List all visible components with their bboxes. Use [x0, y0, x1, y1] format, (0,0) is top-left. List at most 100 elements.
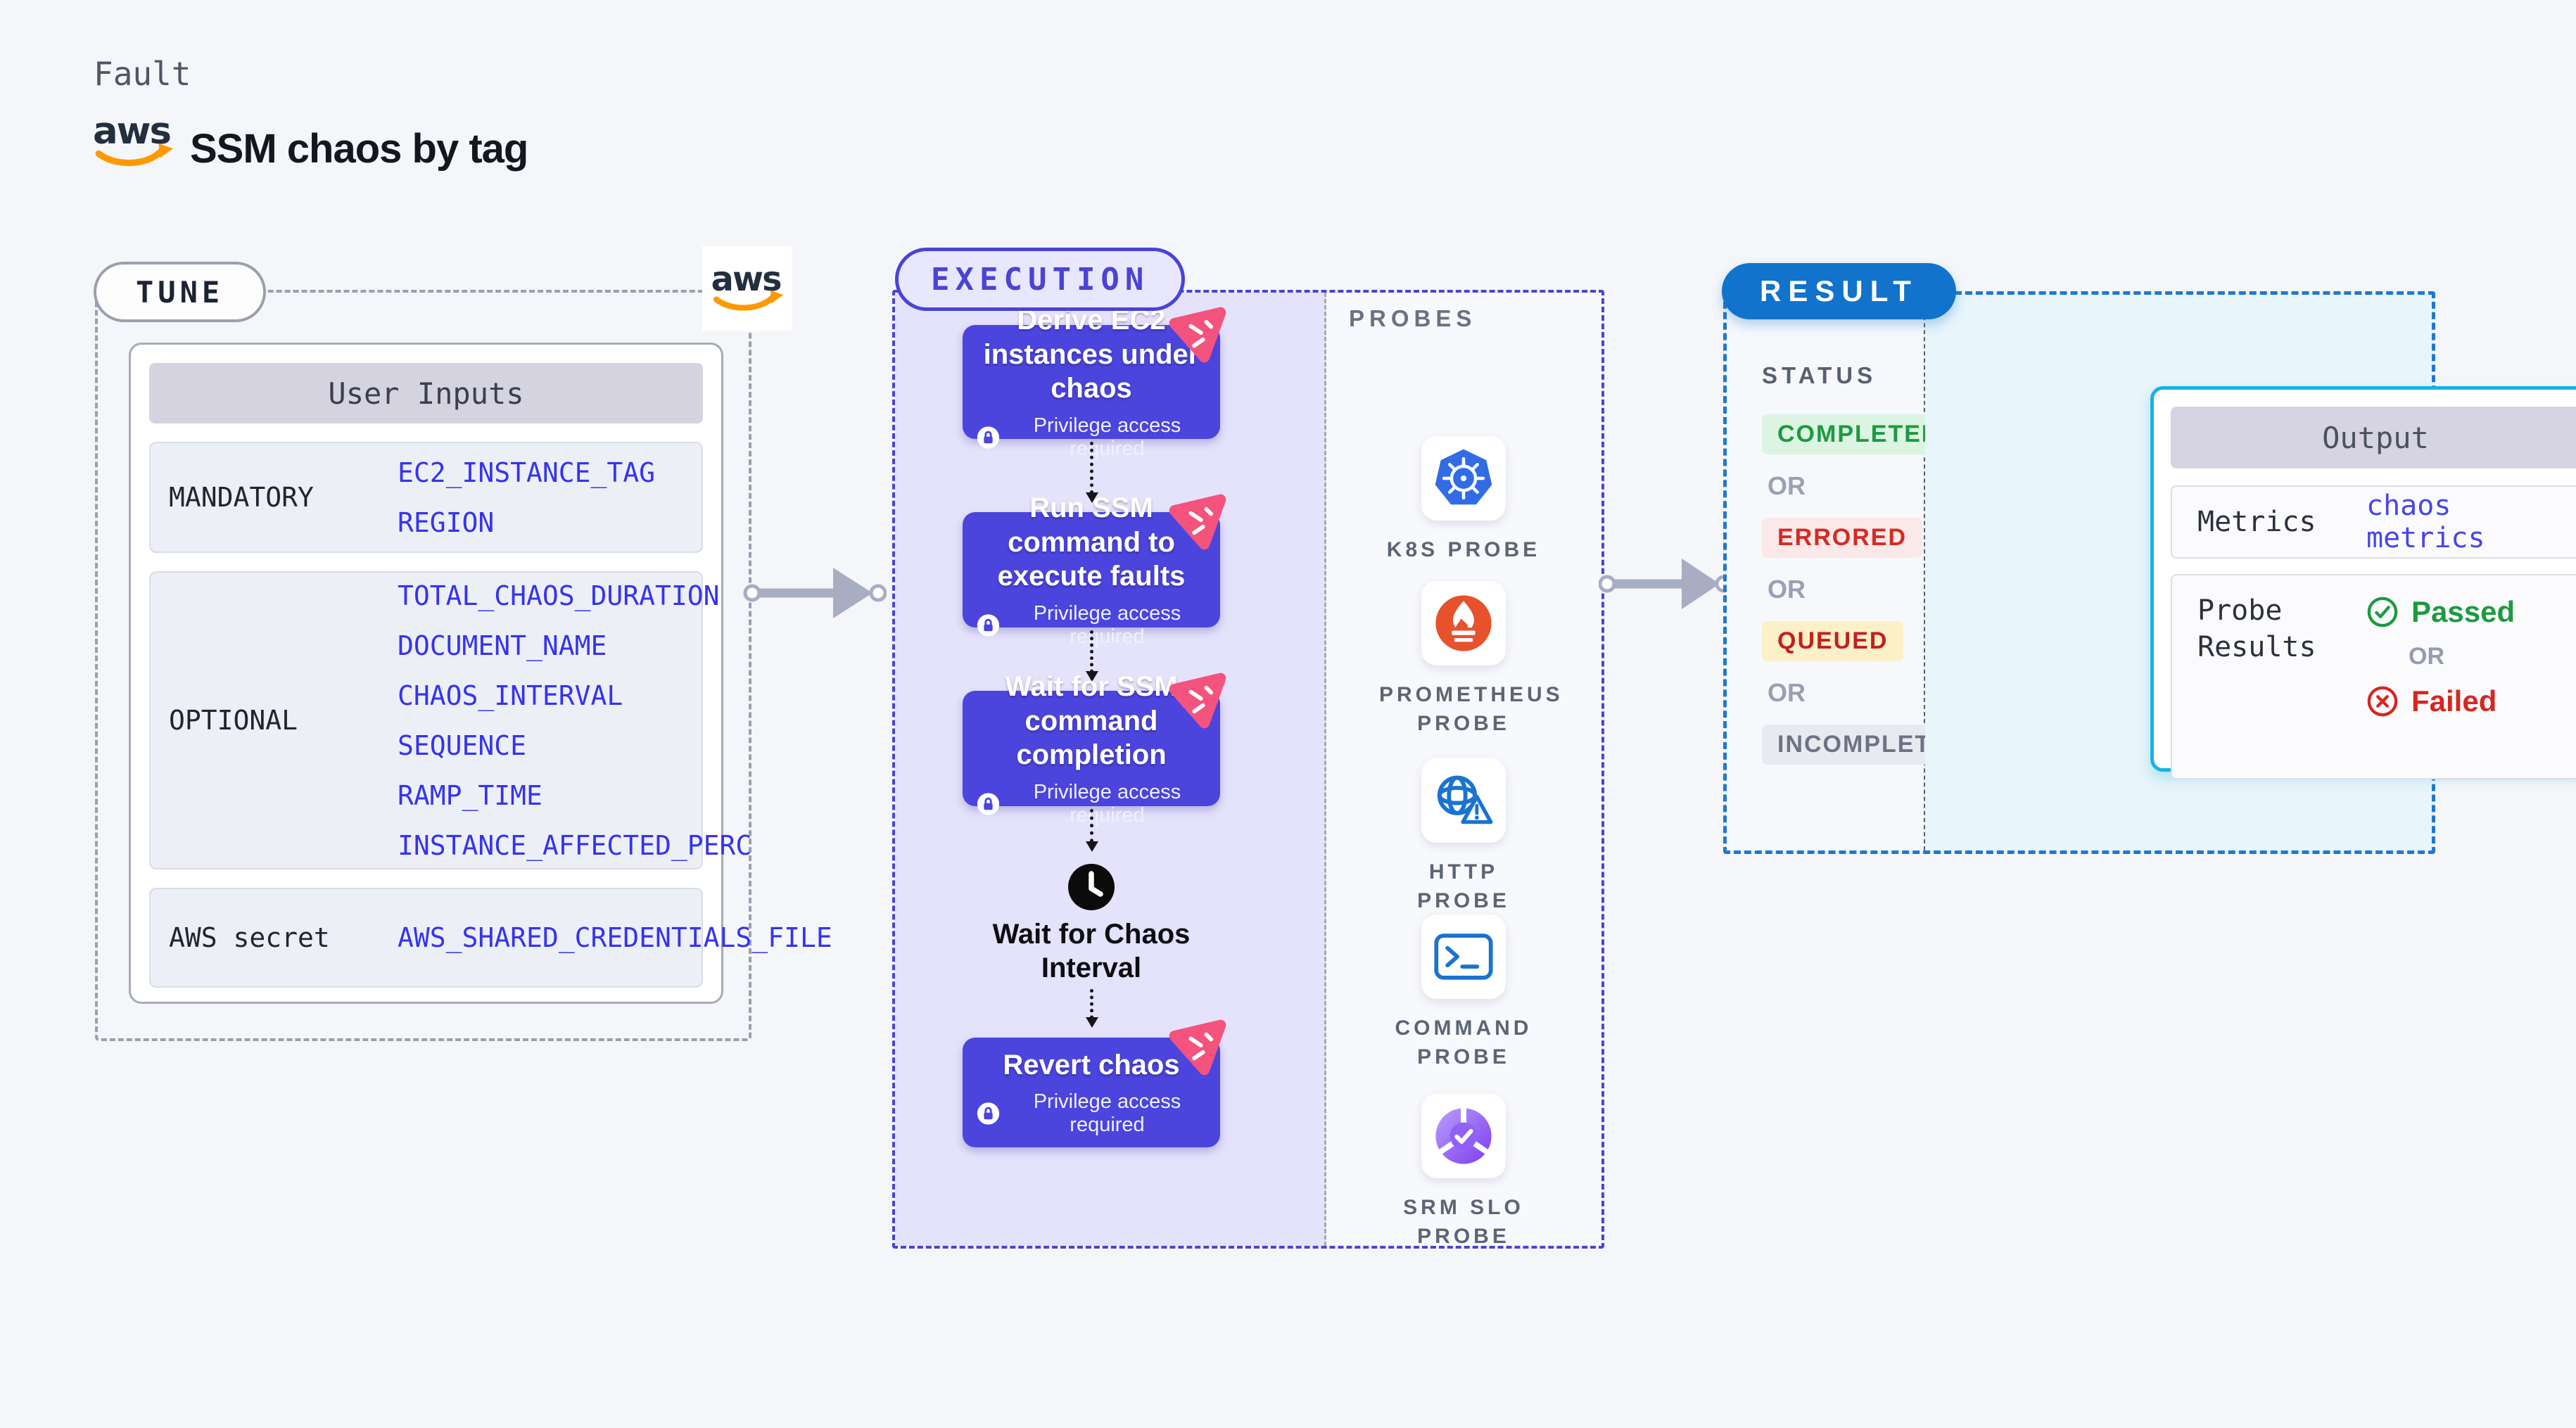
- result-pill: RESULT: [1722, 263, 1956, 319]
- metrics-value: chaos metrics: [2366, 490, 2485, 554]
- clock-icon: [1068, 864, 1115, 910]
- probe-srm-slo: SRM SLO PROBE: [1379, 1094, 1548, 1251]
- status-badge-completed: COMPLETED: [1762, 414, 1956, 454]
- step-revert-chaos: Revert chaos Privilege access required: [963, 1019, 1226, 1147]
- param-value: RAMP_TIME: [398, 779, 543, 811]
- row-label: MANDATORY: [169, 482, 314, 513]
- probe-label: SRM SLO PROBE: [1403, 1196, 1524, 1248]
- srm-slo-icon: [1421, 1094, 1506, 1178]
- x-circle-icon: [2367, 686, 2398, 717]
- probes-heading: PROBES: [1349, 305, 1477, 331]
- lock-icon: [977, 614, 1000, 637]
- status-heading: STATUS: [1762, 362, 1877, 388]
- step-wait-ssm-completion: Wait for SSM command completion Privileg…: [963, 671, 1226, 827]
- step-title: Run SSM command to execute faults: [997, 492, 1186, 592]
- probe-label: PROMETHEUS PROBE: [1379, 683, 1563, 735]
- param-value: AWS_SHARED_CREDENTIALS_FILE: [398, 922, 832, 953]
- param-value: EC2_INSTANCE_TAG: [398, 457, 656, 488]
- execution-section: Derive EC2 instances under chaos Privile…: [892, 290, 1604, 1249]
- or-separator: OR: [1768, 575, 1806, 604]
- param-value: REGION: [398, 506, 495, 538]
- execution-to-result-arrow: [1599, 559, 1732, 609]
- user-inputs-title: User Inputs: [149, 363, 703, 423]
- flow-arrow: [1086, 809, 1098, 852]
- row-values: EC2_INSTANCE_TAG REGION: [380, 457, 655, 538]
- lock-icon: [977, 793, 1000, 815]
- flow-arrow: [1086, 989, 1098, 1028]
- or-separator: OR: [1768, 471, 1806, 500]
- lock-icon: [977, 1102, 1000, 1126]
- param-value: SEQUENCE: [398, 729, 527, 761]
- row-values: AWS_SHARED_CREDENTIALS_FILE: [380, 922, 832, 953]
- probe-command: COMMAND PROBE: [1379, 914, 1548, 1071]
- aws-logo-icon: aws: [711, 261, 784, 311]
- or-separator: OR: [1768, 678, 1806, 707]
- probe-label: COMMAND PROBE: [1395, 1016, 1533, 1069]
- chaos-flag-icon: [1169, 307, 1226, 363]
- chaos-flag-icon: [1169, 494, 1226, 550]
- privilege-badge-text: Privilege access required: [1033, 1090, 1181, 1137]
- probe-label: K8S PROBE: [1386, 538, 1541, 561]
- http-globe-icon: [1421, 758, 1506, 843]
- result-section: STATUS COMPLETED OR ERRORED OR QUEUED OR…: [1723, 291, 2576, 854]
- probes-section: PROBES K8S PROBE: [1326, 293, 1601, 1248]
- probe-prometheus: PROMETHEUS PROBE: [1379, 581, 1563, 738]
- param-value: INSTANCE_AFFECTED_PERC: [398, 829, 752, 861]
- privilege-badge-text: Privilege access required: [1033, 602, 1181, 649]
- privilege-badge: Privilege access required: [977, 602, 1206, 649]
- failed-label: Failed: [2411, 684, 2497, 718]
- tune-aws-logo: aws: [702, 246, 792, 331]
- privilege-badge: Privilege access required: [977, 781, 1206, 827]
- status-column: STATUS COMPLETED OR ERRORED OR QUEUED OR…: [1727, 295, 1983, 850]
- prometheus-icon: [1421, 581, 1506, 665]
- flow-arrow: [1086, 630, 1098, 682]
- row-label: OPTIONAL: [169, 705, 298, 736]
- step-title: Revert chaos: [1003, 1049, 1180, 1080]
- privilege-badge: Privilege access required: [977, 1090, 1206, 1137]
- lock-icon: [977, 426, 1000, 449]
- row-values: TOTAL_CHAOS_DURATION DOCUMENT_NAME CHAOS…: [380, 580, 751, 861]
- table-row-optional: OPTIONAL TOTAL_CHAOS_DURATION DOCUMENT_N…: [149, 571, 751, 869]
- output-title: Output: [2171, 407, 2576, 468]
- svg-text:aws: aws: [711, 261, 782, 299]
- privilege-badge-text: Privilege access required: [1033, 781, 1181, 827]
- probe-results-label: Probe Results: [2197, 594, 2316, 663]
- passed-label: Passed: [2411, 595, 2515, 628]
- table-row-mandatory: MANDATORY EC2_INSTANCE_TAG REGION: [149, 442, 703, 553]
- tune-to-execution-arrow: [743, 568, 887, 618]
- step-run-ssm-command: Run SSM command to execute faults Privil…: [963, 492, 1226, 648]
- row-label: AWS secret: [169, 922, 330, 953]
- status-badge-queued: QUEUED: [1762, 621, 1904, 661]
- command-terminal-icon: [1421, 914, 1506, 999]
- page-title: SSM chaos by tag: [190, 126, 528, 172]
- chaos-flag-icon: [1169, 672, 1226, 729]
- execution-flow-pane: Derive EC2 instances under chaos Privile…: [895, 293, 1326, 1246]
- step-derive-ec2-instances: Derive EC2 instances under chaos Privile…: [963, 305, 1226, 460]
- chaos-flag-icon: [1169, 1019, 1226, 1076]
- fault-kicker: Fault: [94, 55, 191, 93]
- param-value: DOCUMENT_NAME: [398, 630, 607, 661]
- privilege-badge: Privilege access required: [977, 414, 1206, 461]
- output-box: Output Metrics chaos metrics Probe Resul…: [2150, 386, 2576, 779]
- probe-k8s: K8S PROBE: [1379, 436, 1548, 565]
- step-title: Wait for SSM command completion: [1005, 670, 1178, 771]
- probe-label: HTTP PROBE: [1417, 860, 1510, 912]
- metrics-row: Metrics chaos metrics: [2171, 485, 2576, 559]
- metrics-label: Metrics: [2197, 506, 2316, 538]
- status-badge-errored: ERRORED: [1762, 518, 1923, 558]
- flow-arrow: [1086, 442, 1098, 503]
- or-separator: OR: [2409, 643, 2444, 670]
- kubernetes-icon: [1421, 436, 1506, 521]
- param-value: CHAOS_INTERVAL: [398, 680, 623, 711]
- param-value: TOTAL_CHAOS_DURATION: [398, 580, 720, 611]
- aws-logo-icon: aws: [93, 111, 173, 167]
- probe-http: HTTP PROBE: [1379, 758, 1548, 915]
- table-row-aws-secret: AWS secret AWS_SHARED_CREDENTIALS_FILE: [149, 888, 832, 988]
- wait-for-chaos-interval-label: Wait for Chaos Interval: [992, 919, 1191, 983]
- tune-section: [95, 290, 751, 1041]
- probe-results-values: Passed OR Failed: [2366, 592, 2515, 761]
- probe-results-row: Probe Results Passed OR: [2171, 574, 2576, 779]
- tune-pill: TUNE: [94, 262, 267, 322]
- user-inputs-table: User Inputs MANDATORY EC2_INSTANCE_TAG R…: [129, 343, 832, 1004]
